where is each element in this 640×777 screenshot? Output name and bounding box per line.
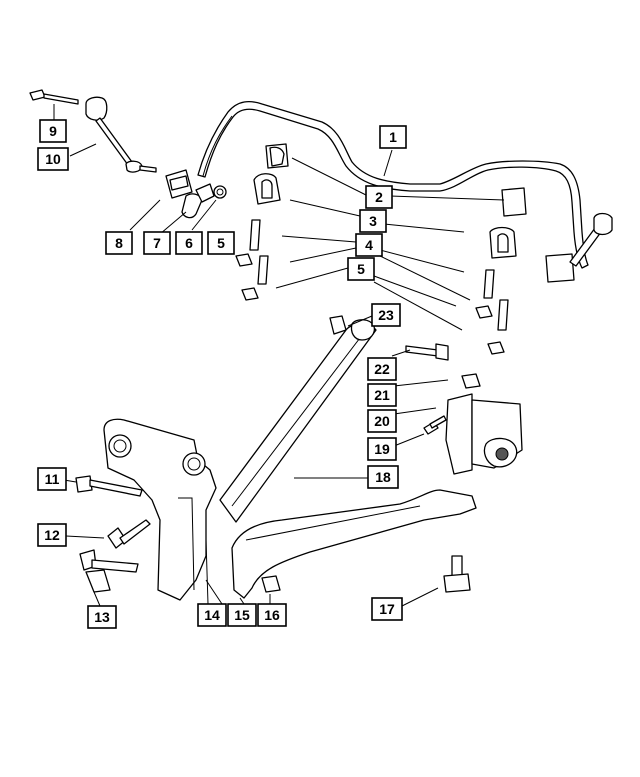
nut-plate [79,549,139,593]
callout-11: 11 [37,467,67,491]
callout-label-13: 13 [94,609,110,625]
bolt-17 [443,555,471,593]
callout-label-12: 12 [44,527,60,543]
callout-label-16: 16 [264,607,280,623]
callout-14: 14 [197,603,227,627]
callout-15: 15 [227,603,257,627]
callout-label-5-lower: 5 [217,235,225,251]
leader-lines [53,104,505,607]
callout-label-14: 14 [204,607,220,623]
callout-22: 22 [367,357,397,381]
bolt-19 [423,415,447,435]
callout-13: 13 [87,605,117,629]
callout-23: 23 [371,303,401,327]
callout-label-3: 3 [369,213,377,229]
reinforcement [231,489,477,599]
callout-4: 4 [355,233,383,257]
callout-label-2: 2 [375,189,383,205]
callout-label-18: 18 [375,469,391,485]
callout-label-22: 22 [374,361,390,377]
callout-8: 8 [105,231,133,255]
callout-9: 9 [39,119,67,143]
callout-label-4: 4 [365,237,373,253]
callout-label-17: 17 [379,601,395,617]
bushing-set-right [489,187,527,259]
callout-label-8: 8 [115,235,123,251]
callout-18: 18 [367,465,399,489]
callout-label-19: 19 [374,441,390,457]
callout-2: 2 [365,185,393,209]
callout-21: 21 [367,383,397,407]
clip [329,315,347,335]
callout-20: 20 [367,409,397,433]
callout-label-11: 11 [45,471,60,487]
bolts-right [475,269,509,355]
nut-21 [461,373,481,389]
callout-label-5-upper: 5 [357,261,365,277]
callout-1: 1 [379,125,407,149]
track-bar-bracket [445,393,523,475]
callout-label-1: 1 [389,129,397,145]
callout-12: 12 [37,523,67,547]
callout-16: 16 [257,603,287,627]
callout-10: 10 [37,147,69,171]
callout-5-lower: 5 [207,231,235,255]
callout-label-6: 6 [185,235,193,251]
callout-label-7: 7 [153,235,161,251]
callout-label-10: 10 [45,151,61,167]
end-link-right [545,212,613,283]
bolts-left [235,219,269,301]
bolt-12 [107,519,151,549]
callout-label-15: 15 [234,607,250,623]
callout-3: 3 [359,209,387,233]
end-link-left [29,89,157,173]
callout-5-upper: 5 [347,257,375,281]
callout-label-23: 23 [378,307,394,323]
callout-6: 6 [175,231,203,255]
callout-17: 17 [371,597,403,621]
callout-label-20: 20 [374,413,390,429]
bolt-22 [405,343,449,361]
bar-clamp-left [165,169,227,219]
bushing-set-left [253,143,289,205]
callout-label-9: 9 [49,123,57,139]
callout-label-21: 21 [374,387,390,403]
bolt-11 [75,475,143,497]
frame-bracket [103,418,217,601]
callout-19: 19 [367,437,397,461]
callout-7: 7 [143,231,171,255]
track-bar [219,319,377,523]
stabilizer-bar [197,100,589,269]
nut-16 [261,575,281,593]
